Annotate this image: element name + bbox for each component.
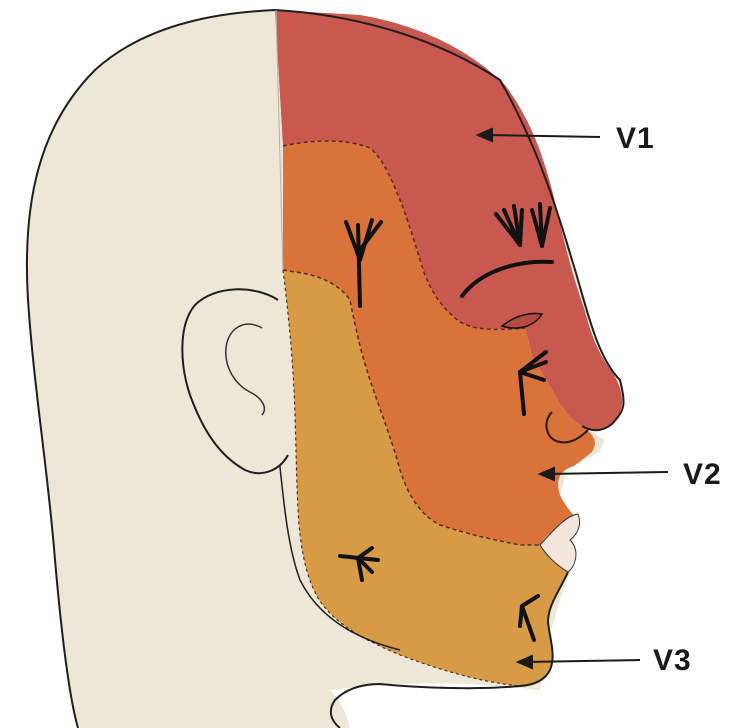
label-v2: V2 (683, 460, 722, 490)
label-v1: V1 (616, 124, 655, 154)
label-v3: V3 (653, 646, 692, 676)
